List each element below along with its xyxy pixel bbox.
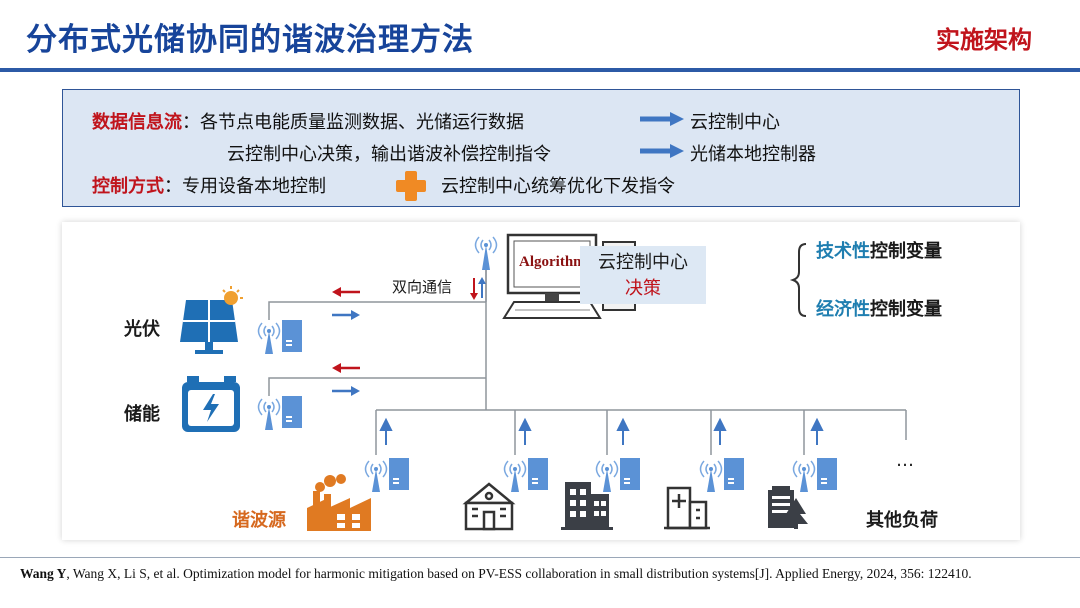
harmonic-node bbox=[364, 457, 410, 493]
section-tag: 实施架构 bbox=[936, 26, 1032, 54]
flow-line1-text: 各节点电能质量监测数据、光储运行数据 bbox=[200, 112, 524, 133]
pv-node bbox=[257, 319, 303, 355]
flow-line2-text: 云控制中心决策，输出谐波补偿控制指令 bbox=[227, 144, 551, 165]
park-building-icon bbox=[768, 486, 808, 529]
tech-control-vars: 技术性控制变量 bbox=[816, 237, 942, 263]
brace-icon bbox=[789, 243, 807, 317]
flow-arrow-1 bbox=[640, 112, 684, 126]
factory-icon bbox=[307, 474, 371, 531]
storage-arrows bbox=[332, 363, 360, 396]
citation-text: , Wang X, Li S, et al. Optimization mode… bbox=[66, 566, 972, 581]
flow-arrow-2 bbox=[640, 144, 684, 158]
comm-label: 双向通信 bbox=[392, 278, 453, 296]
storage-label: 储能 bbox=[124, 404, 160, 425]
battery-icon bbox=[182, 376, 240, 432]
tech-label: 技术性 bbox=[816, 241, 870, 262]
harmonic-source-label: 谐波源 bbox=[232, 510, 286, 531]
load-node-1 bbox=[503, 457, 549, 493]
storage-node bbox=[257, 395, 303, 431]
info-box bbox=[62, 89, 1020, 207]
cloud-line-1: 云控制中心 bbox=[598, 252, 688, 273]
ellipsis-label: … bbox=[896, 450, 914, 471]
pv-label: 光伏 bbox=[124, 319, 160, 340]
cloud-line-2: 决策 bbox=[625, 278, 661, 299]
comm-arrows bbox=[470, 277, 486, 300]
title-rule bbox=[0, 68, 1080, 72]
page-title: 分布式光储协同的谐波治理方法 bbox=[26, 22, 474, 58]
mode-right: 云控制中心统筹优化下发指令 bbox=[441, 176, 675, 197]
load-node-4 bbox=[792, 457, 838, 493]
mode-left: 专用设备本地控制 bbox=[182, 176, 326, 197]
network-lines bbox=[268, 270, 907, 455]
econ-control-vars: 经济性控制变量 bbox=[816, 295, 942, 321]
citation-rule bbox=[0, 557, 1080, 558]
info-line-3: 控制方式：专用设备本地控制 bbox=[92, 172, 326, 198]
flow-line1-target: 云控制中心 bbox=[690, 112, 780, 133]
house-icon bbox=[462, 482, 516, 531]
pv-arrows bbox=[332, 287, 360, 320]
building-icon bbox=[561, 482, 613, 530]
plus-icon bbox=[396, 171, 426, 201]
flow-colon: ： bbox=[182, 112, 200, 133]
info-line-1: 数据信息流：各节点电能质量监测数据、光储运行数据 bbox=[92, 108, 524, 134]
mode-colon: ： bbox=[164, 176, 182, 197]
tech-suffix: 控制变量 bbox=[870, 241, 942, 262]
cloud-decision-box: 云控制中心 决策 bbox=[580, 246, 706, 304]
load-node-2 bbox=[595, 457, 641, 493]
flow-label: 数据信息流 bbox=[92, 112, 182, 133]
load-node-3 bbox=[699, 457, 745, 493]
mode-label: 控制方式 bbox=[92, 176, 164, 197]
hospital-icon bbox=[664, 486, 710, 530]
flow-line2-target: 光储本地控制器 bbox=[690, 144, 816, 165]
citation-author: Wang Y bbox=[20, 566, 67, 581]
antenna-icon bbox=[474, 236, 498, 270]
algorithm-label: Algorithm bbox=[519, 254, 586, 270]
load-up-arrows bbox=[379, 417, 824, 445]
solar-panel-icon bbox=[180, 286, 243, 354]
econ-suffix: 控制变量 bbox=[870, 299, 942, 320]
econ-label: 经济性 bbox=[816, 299, 870, 320]
other-loads-label: 其他负荷 bbox=[866, 510, 938, 531]
computer-icon bbox=[502, 233, 602, 319]
citation: Wang Y, Wang X, Li S, et al. Optimizatio… bbox=[20, 564, 1060, 583]
